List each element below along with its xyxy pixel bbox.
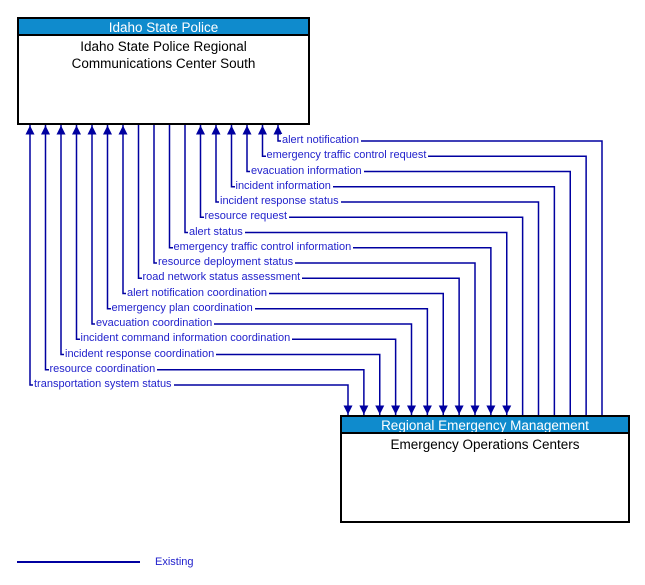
flow-line xyxy=(29,125,349,415)
arrow-down-icon xyxy=(470,405,480,415)
flow-label[interactable]: emergency plan coordination xyxy=(110,301,255,315)
element-box-emergency-operations-centers[interactable]: Regional Emergency Management Emergency … xyxy=(340,415,630,523)
element-name-text: Emergency Operations Centers xyxy=(390,437,580,452)
flow-label[interactable]: resource deployment status xyxy=(157,256,296,269)
flow-label[interactable]: emergency traffic control request xyxy=(265,149,429,163)
arrow-down-icon xyxy=(359,405,369,415)
flow-line xyxy=(60,125,381,415)
flow-label[interactable]: transportation system status xyxy=(33,378,174,391)
arrow-down-icon xyxy=(391,405,401,415)
flow-line xyxy=(106,125,429,415)
arrow-up-icon xyxy=(211,125,221,135)
element-name: Idaho State Police Regional Communicatio… xyxy=(19,36,308,72)
arrow-down-icon xyxy=(454,405,464,415)
flow-label[interactable]: evacuation coordination xyxy=(95,317,215,330)
flow-label[interactable]: incident information xyxy=(234,179,333,193)
arrow-up-icon xyxy=(87,125,97,135)
flow-label[interactable]: alert status xyxy=(188,225,245,239)
flow-line xyxy=(246,125,571,415)
arrow-up-icon xyxy=(41,125,50,135)
element-name: Emergency Operations Centers xyxy=(342,434,628,453)
flow-line xyxy=(230,125,556,415)
flow-label[interactable]: resource coordination xyxy=(48,362,158,376)
flow-label[interactable]: evacuation information xyxy=(250,164,364,178)
arrow-up-icon xyxy=(56,125,66,135)
flow-line xyxy=(184,125,508,415)
flow-label[interactable]: road network status assessment xyxy=(141,271,303,285)
arrow-down-icon xyxy=(486,405,496,415)
flow-line xyxy=(215,125,540,415)
element-stakeholder-header[interactable]: Regional Emergency Management xyxy=(342,417,628,434)
flow-label[interactable]: incident command information coordinatio… xyxy=(79,332,293,346)
arrow-down-icon xyxy=(375,405,385,415)
flow-label[interactable]: alert notification xyxy=(281,134,362,147)
arrow-up-icon xyxy=(118,125,128,135)
flow-line xyxy=(44,125,365,415)
arrow-up-icon xyxy=(242,125,252,135)
element-stakeholder-header[interactable]: Idaho State Police xyxy=(19,19,308,36)
arrow-down-icon xyxy=(343,405,353,415)
legend-existing-label: Existing xyxy=(155,556,194,568)
arrow-up-icon xyxy=(273,125,283,135)
flow-line xyxy=(122,125,444,415)
arrow-down-icon xyxy=(422,405,432,415)
arrow-up-icon xyxy=(196,125,205,135)
flow-label[interactable]: resource request xyxy=(203,210,290,224)
arrow-up-icon xyxy=(227,125,236,135)
flow-line xyxy=(199,125,524,415)
element-box-idaho-state-police-rcc-south[interactable]: Idaho State Police Idaho State Police Re… xyxy=(17,17,310,125)
flow-line xyxy=(153,125,476,415)
arrow-down-icon xyxy=(407,405,416,415)
arrow-up-icon xyxy=(25,125,35,135)
flow-label[interactable]: alert notification coordination xyxy=(126,286,270,300)
flow-line xyxy=(91,125,413,415)
element-name-text: Idaho State Police Regional Communicatio… xyxy=(71,39,256,71)
arrow-down-icon xyxy=(438,405,448,415)
arrow-up-icon xyxy=(103,125,112,135)
flow-label[interactable]: emergency traffic control information xyxy=(172,240,354,254)
legend-existing-line xyxy=(17,561,140,563)
flow-label[interactable]: incident response coordination xyxy=(64,347,217,361)
arrow-up-icon xyxy=(258,125,267,135)
arrow-up-icon xyxy=(72,125,81,135)
arrow-down-icon xyxy=(502,405,512,415)
flow-label[interactable]: incident response status xyxy=(219,195,341,208)
